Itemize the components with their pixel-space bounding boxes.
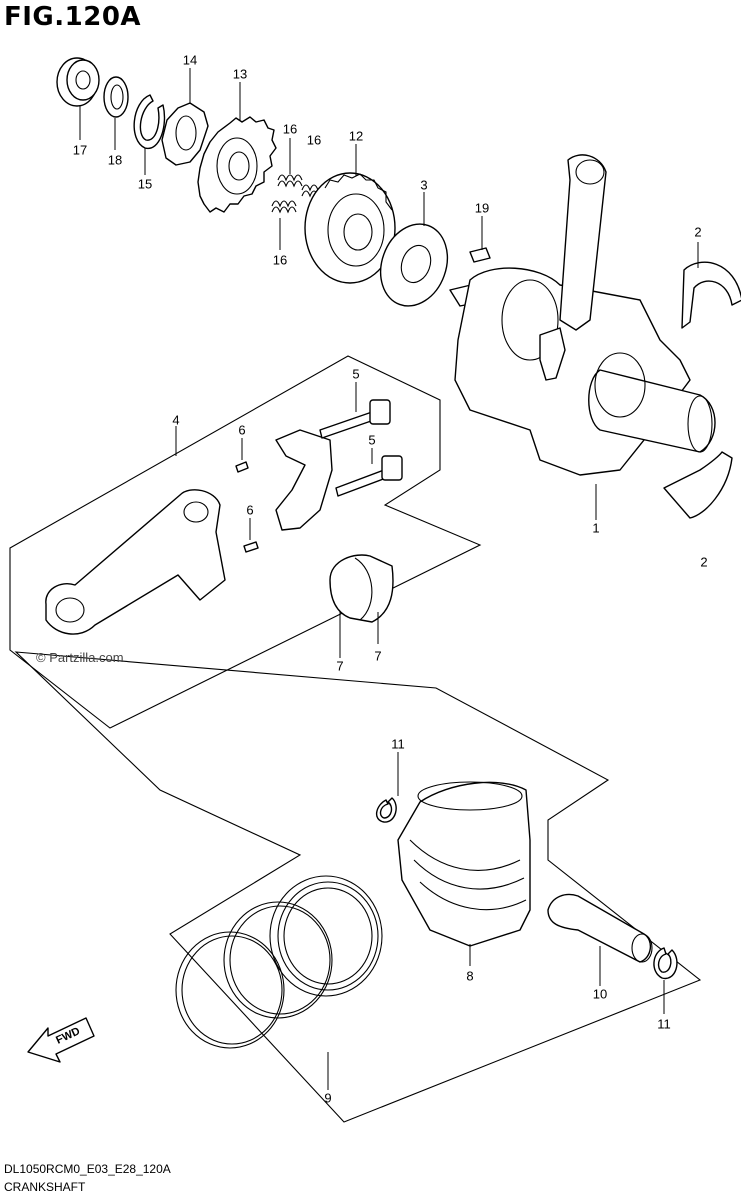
callout-16-c[interactable]: 16 [272, 252, 288, 268]
part-1-crankshaft[interactable] [449, 154, 716, 476]
callout-3[interactable]: 3 [420, 177, 428, 193]
figure-title: FIG.120A [4, 2, 142, 32]
part-16-spring-a[interactable] [277, 174, 303, 188]
callout-14[interactable]: 14 [182, 52, 198, 68]
callout-7-b[interactable]: 7 [374, 648, 382, 664]
callout-5-upper[interactable]: 5 [352, 366, 360, 382]
part-2-bearing-lower[interactable] [663, 451, 733, 519]
callout-10[interactable]: 10 [592, 986, 608, 1002]
part-10-piston-pin[interactable] [547, 893, 653, 963]
part-6-pin-upper[interactable] [235, 461, 249, 473]
fwd-arrow-icon: FWD [27, 1017, 95, 1063]
leader-lines [79, 68, 699, 1090]
part-19-key[interactable] [469, 247, 491, 263]
part-3-washer[interactable] [370, 215, 459, 316]
callout-8[interactable]: 8 [466, 968, 474, 984]
footer-code: DL1050RCM0_E03_E28_120A [4, 1162, 171, 1176]
part-13-gear[interactable] [197, 116, 277, 213]
callout-11-upper[interactable]: 11 [391, 736, 405, 752]
callout-11-lower[interactable]: 11 [657, 1016, 671, 1032]
part-7-rod-bearing[interactable] [329, 554, 394, 623]
callout-2-upper[interactable]: 2 [694, 224, 702, 240]
callout-13[interactable]: 13 [232, 66, 248, 82]
callout-16-b[interactable]: 16 [306, 132, 322, 148]
part-9-piston-rings[interactable] [175, 875, 383, 1049]
callout-9[interactable]: 9 [324, 1090, 332, 1106]
callout-15[interactable]: 15 [137, 176, 153, 192]
part-8-piston[interactable] [397, 781, 531, 947]
part-17-nut[interactable] [56, 57, 100, 107]
part-12-drive-gear[interactable] [304, 172, 396, 284]
callout-5-lower[interactable]: 5 [368, 432, 376, 448]
watermark: © Partzilla.com [36, 650, 124, 665]
part-5-bolt-lower[interactable] [335, 455, 403, 497]
callout-12[interactable]: 12 [348, 128, 364, 144]
part-18-washer[interactable] [103, 76, 129, 118]
part-4-rod-cap[interactable] [275, 429, 333, 531]
callout-4[interactable]: 4 [172, 412, 180, 428]
callout-6-upper[interactable]: 6 [238, 422, 246, 438]
part-5-bolt-upper[interactable] [319, 399, 391, 439]
part-16-spring-c[interactable] [271, 200, 297, 214]
part-14-lock-washer[interactable] [161, 102, 209, 166]
footer-name: CRANKSHAFT [4, 1180, 86, 1194]
part-15-circlip[interactable] [133, 94, 166, 149]
callout-2-lower[interactable]: 2 [700, 554, 708, 570]
part-2-bearing-upper[interactable] [681, 261, 741, 329]
part-11-clip-lower[interactable] [653, 947, 678, 980]
callout-18[interactable]: 18 [107, 152, 123, 168]
callout-17[interactable]: 17 [72, 142, 88, 158]
piston-group-frame [14, 651, 702, 1123]
part-11-clip-upper[interactable] [376, 797, 397, 823]
callout-7-a[interactable]: 7 [336, 658, 344, 674]
callout-6-lower[interactable]: 6 [246, 502, 254, 518]
conrod-group-frame [9, 355, 482, 729]
callout-1[interactable]: 1 [592, 520, 600, 536]
part-4-connecting-rod[interactable] [45, 489, 226, 635]
part-6-pin-lower[interactable] [243, 541, 259, 553]
callout-19[interactable]: 19 [474, 200, 490, 216]
callout-16-a[interactable]: 16 [282, 121, 298, 137]
